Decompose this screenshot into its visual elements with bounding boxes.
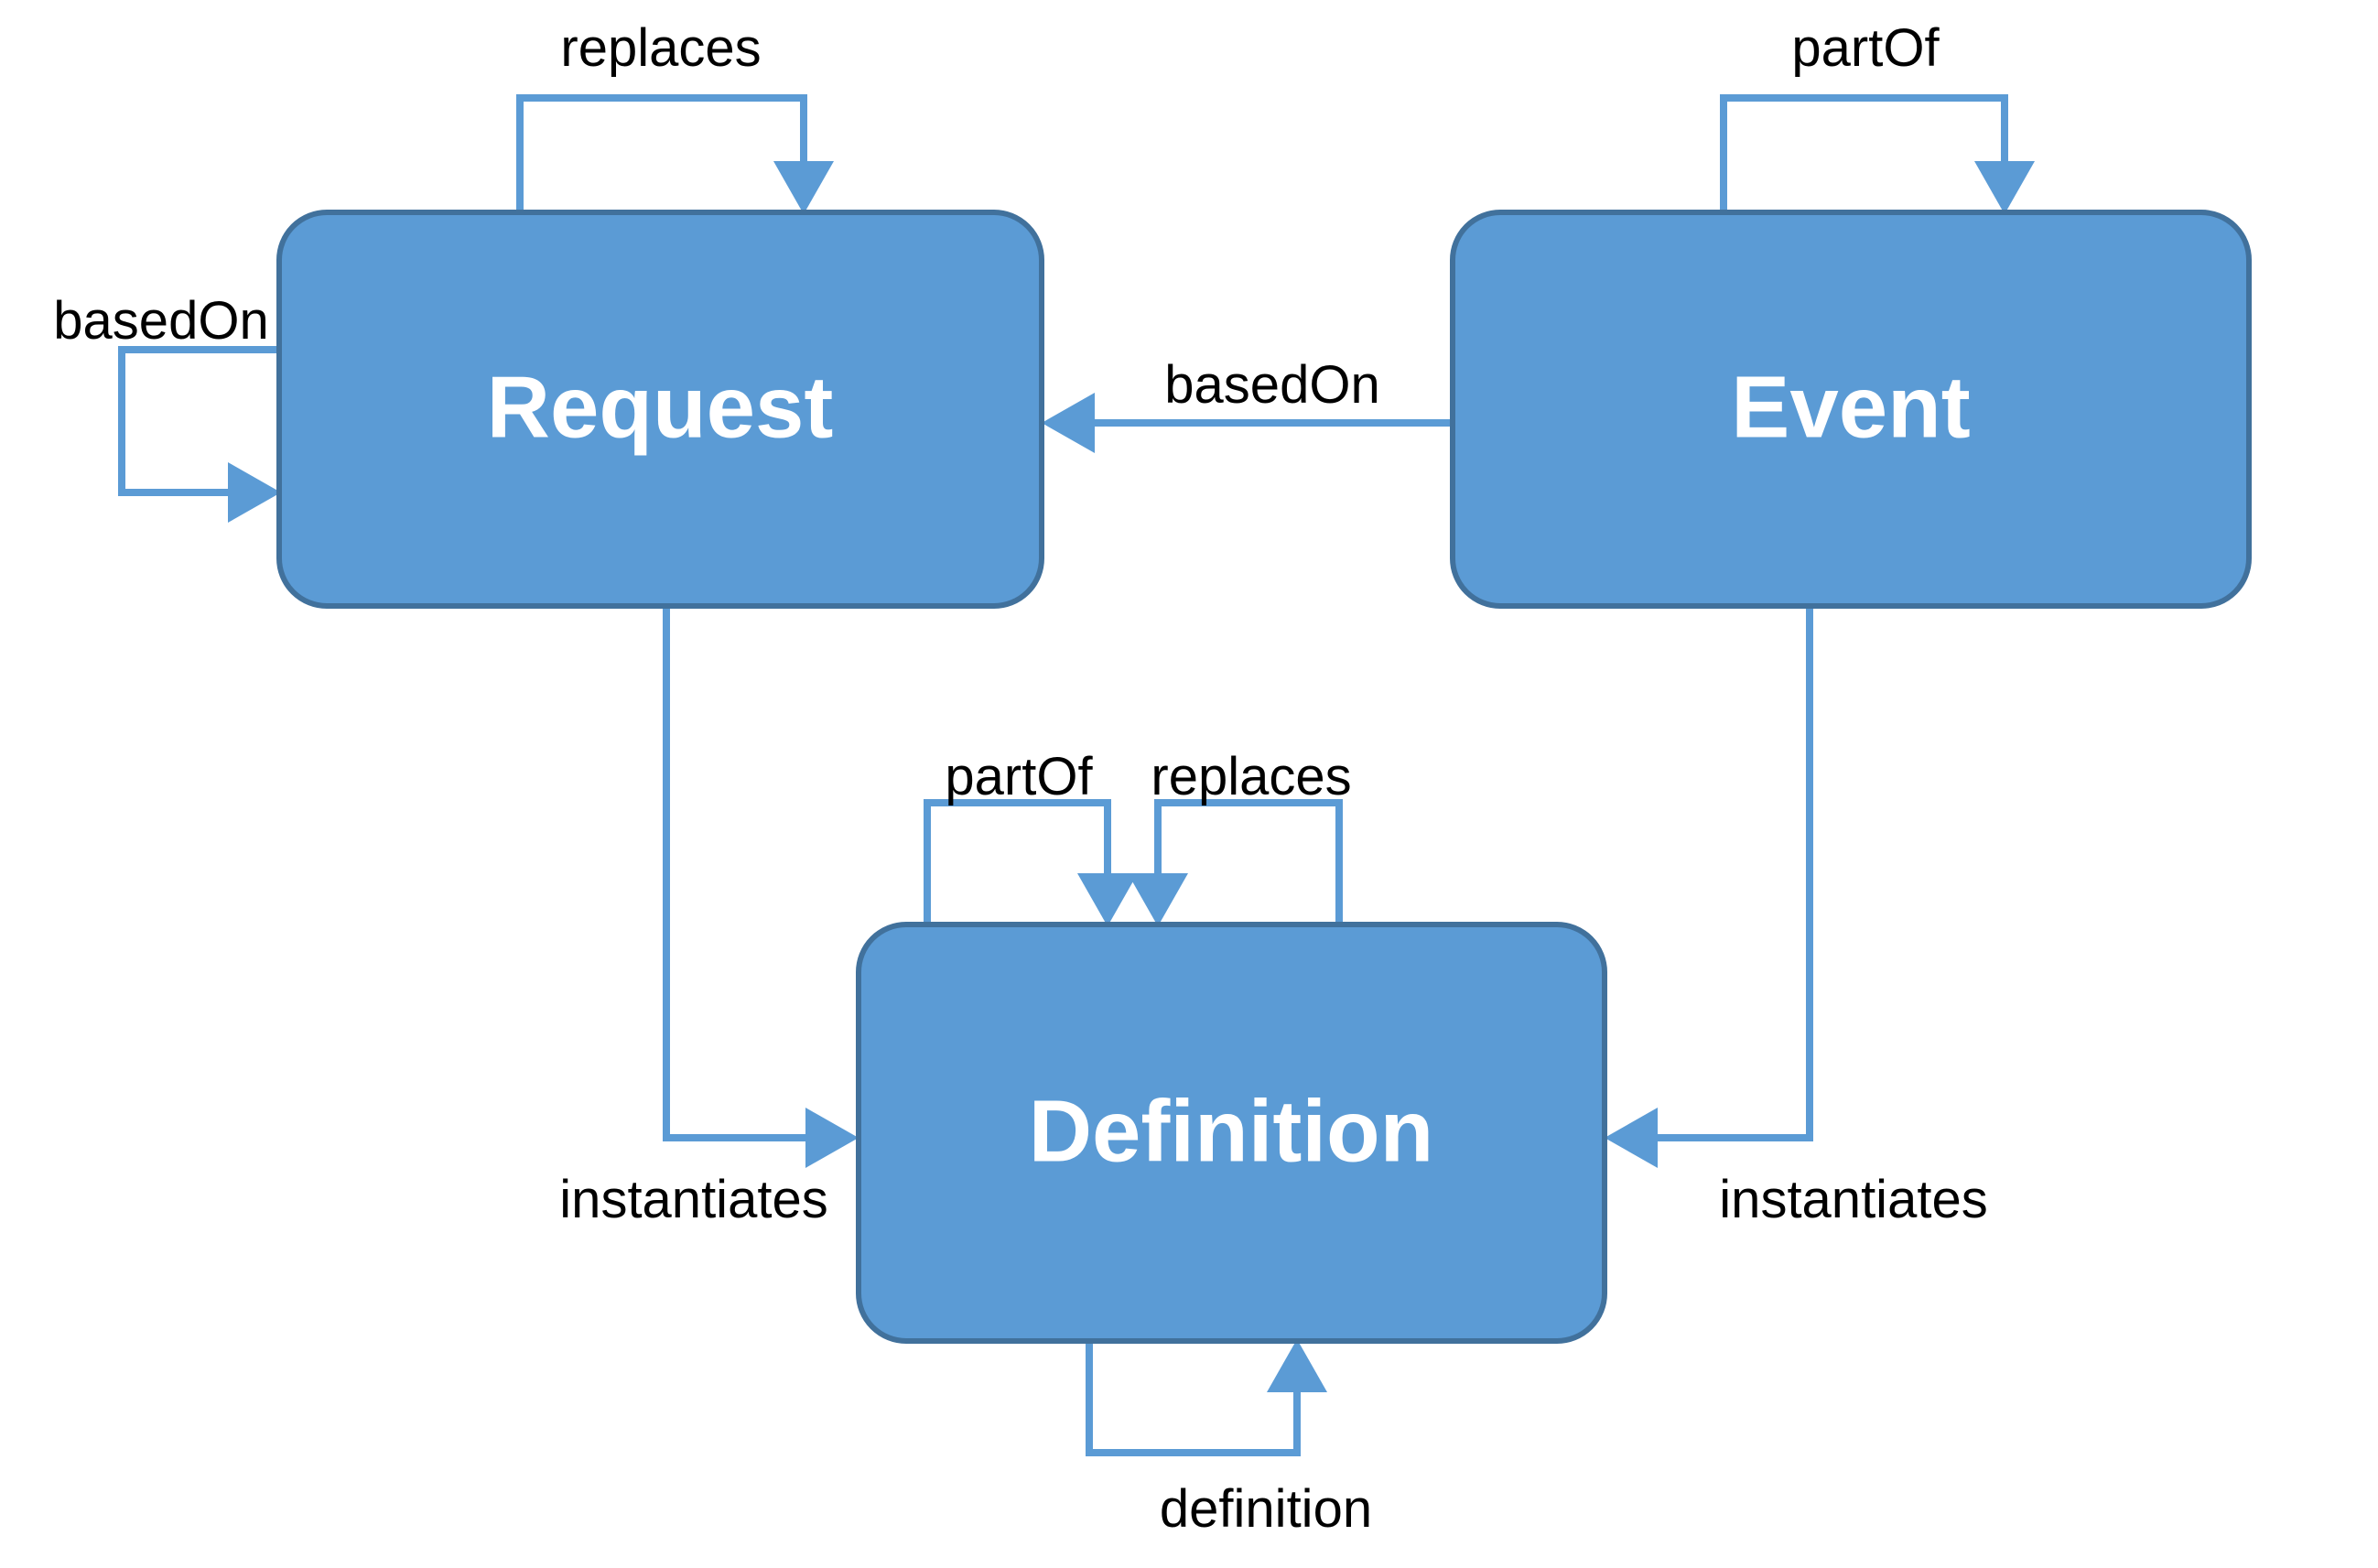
edge-path xyxy=(1720,94,2008,212)
arrow-head-icon xyxy=(805,1108,859,1168)
edge-path xyxy=(1086,1341,1301,1456)
edge-label-replaces-definition: replaces xyxy=(1151,747,1351,806)
edge-definition-definition-self[interactable]: definition xyxy=(1086,1339,1372,1539)
edge-path xyxy=(516,94,807,212)
node-definition[interactable]: Definition xyxy=(856,922,1607,1344)
edge-label-partof-definition: partOf xyxy=(945,747,1093,806)
node-definition-label: Definition xyxy=(1029,1082,1434,1180)
node-event-shape xyxy=(1450,210,2252,609)
node-event[interactable]: Event xyxy=(1450,210,2252,609)
edge-definition-partof-self[interactable]: partOf xyxy=(924,747,1138,926)
edge-path xyxy=(1652,606,1813,1141)
edge-event-partof-self[interactable]: partOf xyxy=(1720,18,2035,214)
edge-path xyxy=(663,606,811,1141)
edge-label-basedon-event-request: basedOn xyxy=(1164,355,1379,415)
edge-event-instantiates-definition[interactable]: instantiates xyxy=(1605,606,1988,1229)
arrow-head-icon xyxy=(1042,393,1095,453)
arrow-head-icon xyxy=(1267,1339,1327,1392)
arrow-head-icon xyxy=(228,462,281,523)
arrow-head-icon xyxy=(1077,873,1138,926)
edge-label-instantiates-event: instantiates xyxy=(1719,1170,1987,1229)
node-request-shape xyxy=(276,210,1044,609)
edge-path xyxy=(118,346,279,496)
edge-request-instantiates-definition[interactable]: instantiates xyxy=(559,606,859,1229)
edge-path xyxy=(1154,799,1343,925)
node-event-label: Event xyxy=(1731,358,1970,456)
node-request[interactable]: Request xyxy=(276,210,1044,609)
arrow-head-icon xyxy=(1605,1108,1658,1168)
edge-label-definition-self: definition xyxy=(1160,1479,1372,1539)
edge-label-replaces-request: replaces xyxy=(560,18,761,78)
edge-label-partof-event: partOf xyxy=(1791,18,1940,78)
edge-request-replaces-self[interactable]: replaces xyxy=(516,18,834,214)
arrow-head-icon xyxy=(773,161,834,214)
edge-request-basedon-self[interactable]: basedOn xyxy=(53,291,281,523)
edge-label-instantiates-request: instantiates xyxy=(559,1170,827,1229)
node-request-label: Request xyxy=(487,358,834,456)
edge-definition-replaces-self[interactable]: replaces xyxy=(1128,747,1352,926)
arrow-head-icon xyxy=(1974,161,2035,214)
edge-label-basedon-request-self: basedOn xyxy=(53,291,268,351)
edge-event-basedon-request[interactable]: basedOn xyxy=(1042,355,1453,453)
node-definition-shape xyxy=(856,922,1607,1344)
arrow-head-icon xyxy=(1128,873,1188,926)
edge-path xyxy=(924,799,1111,925)
